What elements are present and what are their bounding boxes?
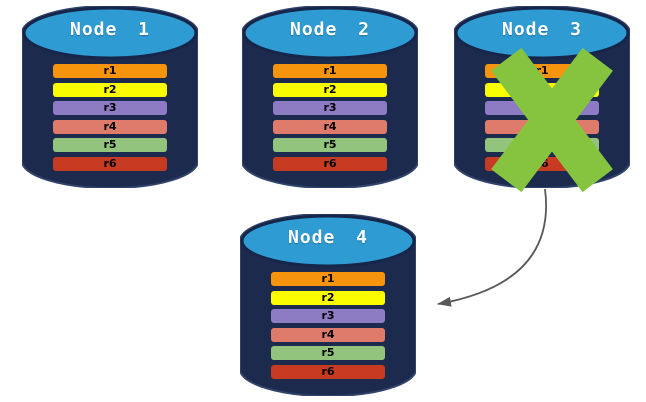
node-label: Node 2 bbox=[289, 19, 371, 40]
row-r4: r4 bbox=[271, 327, 385, 342]
row-r5: r5 bbox=[53, 138, 167, 152]
row-r1: r1 bbox=[271, 272, 385, 286]
node-2: Node 2 r1 r2 r3 r4 r5 r6 bbox=[242, 6, 418, 188]
node-3: Node 3 r1 r2 r3 r4 r5 r6 bbox=[454, 6, 630, 193]
row-r3: r3 bbox=[53, 101, 167, 115]
node-1: Node 1 r1 r2 r3 r4 r5 r6 bbox=[22, 6, 198, 188]
row-r2: r2 bbox=[53, 82, 167, 97]
failure-x-icon bbox=[491, 47, 613, 193]
cylinder-top bbox=[242, 6, 418, 60]
cylinder-top bbox=[240, 214, 416, 268]
row-r6: r6 bbox=[273, 156, 387, 171]
row-r4: r4 bbox=[273, 119, 387, 134]
replica-rows: r1 r2 r3 r4 r5 r6 bbox=[271, 272, 385, 379]
row-r1: r1 bbox=[273, 64, 387, 78]
row-r3: r3 bbox=[271, 309, 385, 323]
row-r2: r2 bbox=[271, 290, 385, 305]
row-r2: r2 bbox=[273, 82, 387, 97]
row-r6: r6 bbox=[271, 364, 385, 379]
row-r5: r5 bbox=[271, 346, 385, 360]
row-r5: r5 bbox=[273, 138, 387, 152]
node-4: Node 4 r1 r2 r3 r4 r5 r6 bbox=[240, 214, 416, 396]
node-label: Node 3 bbox=[501, 19, 583, 40]
node-label: Node 1 bbox=[69, 19, 151, 40]
cylinder-top bbox=[22, 6, 198, 60]
row-r4: r4 bbox=[53, 119, 167, 134]
cylinder-top bbox=[454, 6, 630, 60]
replica-rows: r1 r2 r3 r4 r5 r6 bbox=[273, 64, 387, 171]
row-r3: r3 bbox=[273, 101, 387, 115]
arrow-curve bbox=[437, 188, 547, 307]
row-r6: r6 bbox=[53, 156, 167, 171]
row-r1: r1 bbox=[53, 64, 167, 78]
node-label: Node 4 bbox=[287, 227, 369, 248]
replica-rows: r1 r2 r3 r4 r5 r6 bbox=[53, 64, 167, 171]
